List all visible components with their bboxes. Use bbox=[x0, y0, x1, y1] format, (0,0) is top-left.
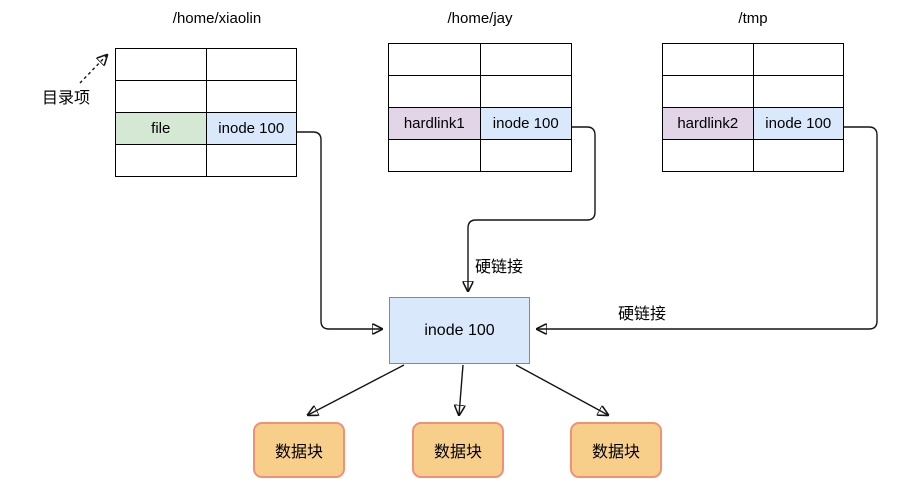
table-title-home-jay: /home/jay bbox=[447, 10, 513, 27]
empty-cell bbox=[662, 139, 754, 172]
directory-table-tmp: hardlink2 inode 100 bbox=[662, 43, 844, 172]
empty-cell bbox=[388, 43, 481, 76]
dir-entry-name-cell-file: file bbox=[115, 112, 207, 145]
empty-cell bbox=[115, 144, 207, 177]
data-block-3: 数据块 bbox=[570, 422, 662, 478]
hardlink-label-right: 硬链接 bbox=[618, 306, 667, 323]
directory-entry-label: 目录项 bbox=[42, 90, 91, 107]
empty-cell bbox=[388, 75, 481, 108]
dir-entry-name-cell-hardlink2: hardlink2 bbox=[662, 107, 754, 140]
empty-cell bbox=[205, 144, 297, 177]
hardlink-label-top: 硬链接 bbox=[475, 259, 524, 276]
empty-cell bbox=[752, 75, 844, 108]
arrow-inode-to-datablock-3 bbox=[515, 364, 608, 415]
arrow-jay-to-inode bbox=[468, 126, 596, 291]
empty-cell bbox=[479, 43, 572, 76]
directory-table-home-jay: hardlink1 inode 100 bbox=[388, 43, 572, 172]
inode-box: inode 100 bbox=[389, 297, 530, 364]
dir-entry-inode-cell: inode 100 bbox=[205, 112, 297, 145]
directory-entry-pointer-arrow bbox=[79, 55, 107, 84]
arrow-tmp-to-inode bbox=[537, 126, 878, 329]
empty-cell bbox=[479, 139, 572, 172]
empty-cell bbox=[752, 139, 844, 172]
data-block-1: 数据块 bbox=[253, 422, 345, 478]
arrow-xiaolin-to-inode bbox=[297, 131, 382, 329]
empty-cell bbox=[205, 48, 297, 81]
empty-cell bbox=[115, 80, 207, 113]
dir-entry-name-cell-hardlink1: hardlink1 bbox=[388, 107, 481, 140]
empty-cell bbox=[479, 75, 572, 108]
empty-cell bbox=[388, 139, 481, 172]
dir-entry-inode-cell: inode 100 bbox=[479, 107, 572, 140]
empty-cell bbox=[662, 43, 754, 76]
empty-cell bbox=[752, 43, 844, 76]
empty-cell bbox=[662, 75, 754, 108]
directory-table-home-xiaolin: file inode 100 bbox=[115, 48, 297, 177]
table-title-home-xiaolin: /home/xiaolin bbox=[172, 10, 262, 27]
arrow-inode-to-datablock-2 bbox=[459, 364, 463, 415]
empty-cell bbox=[205, 80, 297, 113]
empty-cell bbox=[115, 48, 207, 81]
arrow-inode-to-datablock-1 bbox=[308, 364, 405, 415]
dir-entry-inode-cell: inode 100 bbox=[752, 107, 844, 140]
table-title-tmp: /tmp bbox=[738, 10, 768, 27]
data-block-2: 数据块 bbox=[412, 422, 504, 478]
